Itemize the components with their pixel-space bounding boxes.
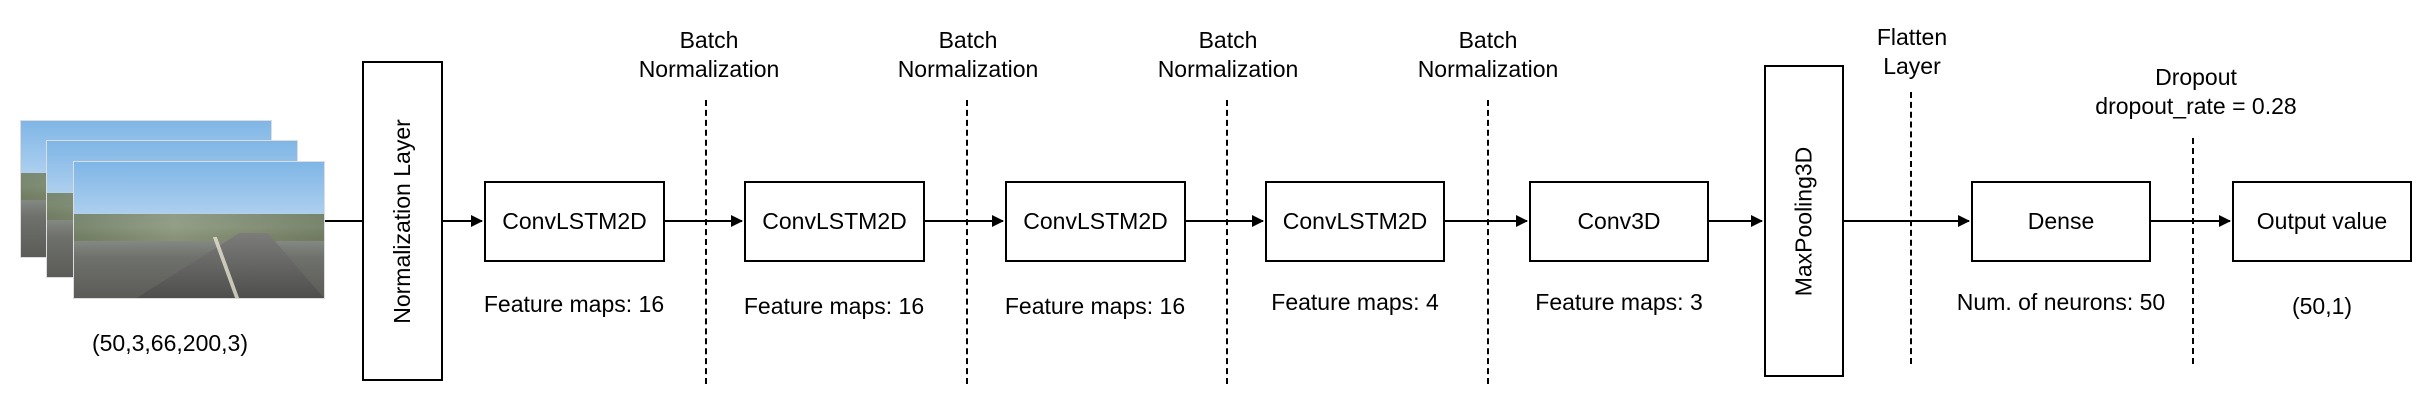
batch-normalization-divider-1 bbox=[705, 100, 707, 384]
batch-normalization-label-2: Batch Normalization bbox=[873, 26, 1063, 84]
normalization-layer-box: Normalization Layer bbox=[362, 61, 443, 381]
convlstm2d-box-4: ConvLSTM2D bbox=[1265, 181, 1445, 262]
convlstm2d-box-3: ConvLSTM2D bbox=[1005, 181, 1186, 262]
dropout-label: Dropout dropout_rate = 0.28 bbox=[2061, 63, 2331, 121]
maxpooling3d-label: MaxPooling3D bbox=[1790, 146, 1817, 296]
convlstm2d-label-2: ConvLSTM2D bbox=[762, 208, 907, 234]
dense-label: Dense bbox=[2027, 208, 2095, 234]
batch-normalization-divider-3 bbox=[1226, 100, 1228, 384]
convlstm2d-feature-maps-2: Feature maps: 16 bbox=[743, 293, 925, 319]
conv3d-box: Conv3D bbox=[1529, 181, 1709, 262]
flatten-layer-divider bbox=[1910, 92, 1912, 364]
batch-normalization-line1-3: Batch bbox=[1198, 27, 1258, 53]
input-frame-front bbox=[73, 161, 325, 299]
convlstm2d-label-4: ConvLSTM2D bbox=[1282, 208, 1428, 234]
batch-normalization-line2-2: Normalization bbox=[897, 56, 1039, 82]
dense-box: Dense bbox=[1971, 181, 2151, 262]
batch-normalization-divider-2 bbox=[966, 100, 968, 384]
output-shape-label: (50,1) bbox=[2291, 293, 2353, 319]
batch-normalization-line1-1: Batch bbox=[679, 27, 739, 53]
batch-normalization-line1-4: Batch bbox=[1458, 27, 1518, 53]
input-shape-label: (50,3,66,200,3) bbox=[91, 330, 248, 356]
batch-normalization-line1-2: Batch bbox=[938, 27, 998, 53]
batch-normalization-label-3: Batch Normalization bbox=[1133, 26, 1323, 84]
batch-normalization-label-4: Batch Normalization bbox=[1393, 26, 1583, 84]
convlstm2d-feature-maps-4: Feature maps: 4 bbox=[1271, 289, 1439, 315]
batch-normalization-line2-1: Normalization bbox=[638, 56, 780, 82]
convlstm2d-feature-maps-1: Feature maps: 16 bbox=[483, 291, 665, 317]
batch-normalization-label-1: Batch Normalization bbox=[614, 26, 804, 84]
convlstm2d-box-2: ConvLSTM2D bbox=[744, 181, 925, 262]
conv3d-feature-maps: Feature maps: 3 bbox=[1535, 289, 1703, 315]
batch-normalization-line2-4: Normalization bbox=[1417, 56, 1559, 82]
flatten-layer-label: Flatten Layer bbox=[1862, 23, 1962, 81]
dense-neuron-count: Num. of neurons: 50 bbox=[1956, 289, 2166, 315]
flatten-line2: Layer bbox=[1883, 53, 1941, 79]
dropout-line1: Dropout bbox=[2155, 64, 2237, 90]
output-value-label: Output value bbox=[2256, 208, 2388, 234]
convlstm2d-feature-maps-3: Feature maps: 16 bbox=[1004, 293, 1186, 319]
output-value-box: Output value bbox=[2232, 181, 2412, 262]
batch-normalization-line2-3: Normalization bbox=[1157, 56, 1299, 82]
convlstm2d-label-3: ConvLSTM2D bbox=[1023, 208, 1168, 234]
normalization-layer-label: Normalization Layer bbox=[389, 118, 415, 324]
conv3d-label: Conv3D bbox=[1577, 208, 1661, 234]
convlstm2d-box-1: ConvLSTM2D bbox=[484, 181, 665, 262]
flatten-line1: Flatten bbox=[1876, 24, 1948, 50]
dropout-line2: dropout_rate = 0.28 bbox=[2095, 93, 2297, 119]
maxpooling3d-box: MaxPooling3D bbox=[1764, 65, 1844, 377]
convlstm2d-label-1: ConvLSTM2D bbox=[502, 208, 647, 234]
batch-normalization-divider-4 bbox=[1487, 100, 1489, 384]
dropout-divider bbox=[2192, 138, 2194, 364]
